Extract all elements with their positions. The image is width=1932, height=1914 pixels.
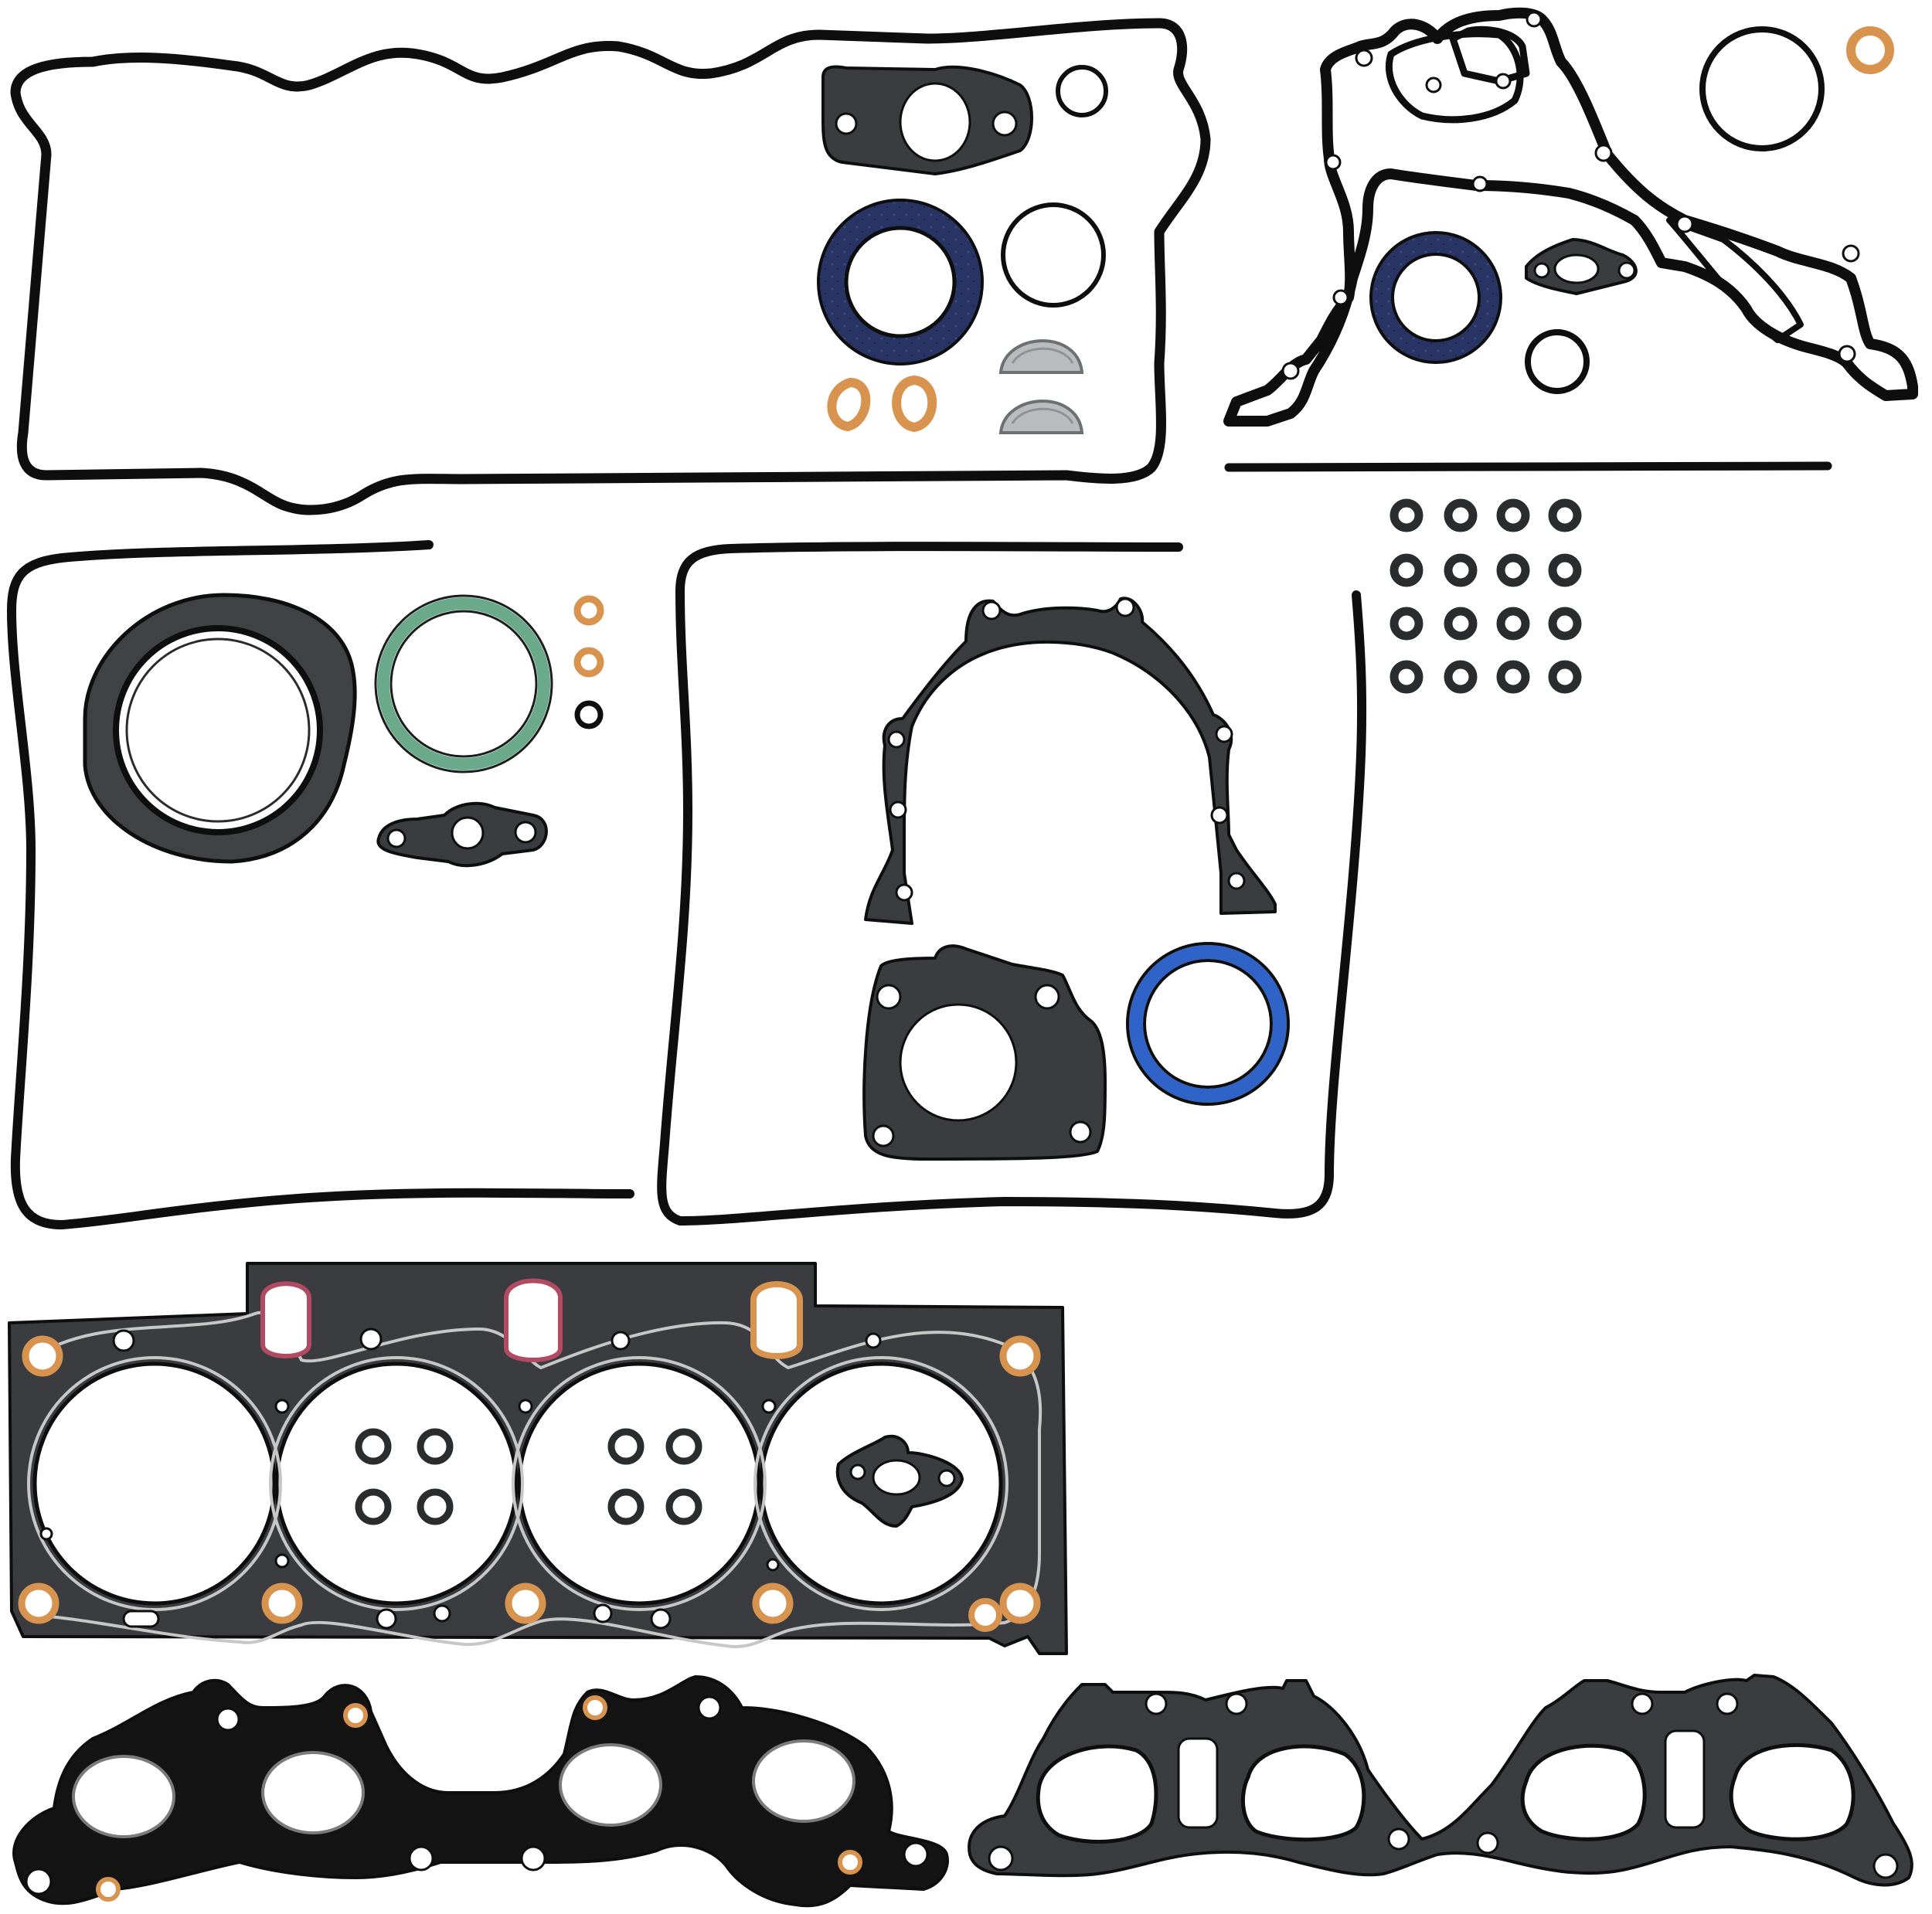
intake-port-3 (1520, 1743, 1647, 1841)
front-oil-seal (817, 199, 984, 365)
rear-oil-seal-green (374, 594, 553, 773)
intake-port-2 (1240, 1744, 1366, 1842)
bore-2 (274, 1362, 519, 1606)
water-outlet-gasket (1525, 238, 1638, 295)
egr-plate-gasket (835, 1434, 964, 1528)
rear-main-seal (83, 593, 357, 864)
intake-manifold-gasket (968, 1674, 1913, 1887)
exhaust-port-4 (752, 1739, 855, 1823)
head-gasket-small-holes (39, 1328, 882, 1630)
rubber-strip-horizontal (1224, 461, 1832, 472)
o-ring-large-top-right (1699, 26, 1825, 151)
seal-row-2 (1389, 553, 1582, 587)
seal-row-4 (1389, 660, 1582, 694)
copper-washer-a (827, 377, 871, 432)
copper-washer-c (573, 595, 604, 626)
bore-3 (517, 1362, 761, 1606)
rear-oil-seal-retainer-gasket (864, 597, 1277, 925)
o-ring-top (1056, 65, 1108, 117)
valve-stem-seals (1389, 498, 1582, 694)
intake-port-4 (1729, 1742, 1855, 1841)
exhaust-port-3 (559, 1743, 662, 1827)
camshaft-plug-lower (998, 399, 1084, 434)
timing-cover-gasket (1223, 7, 1918, 427)
exhaust-port-2 (261, 1751, 365, 1834)
oil-strainer-gasket (376, 801, 548, 868)
oil-pan-gasket-right (657, 542, 1367, 1226)
seal-row-1 (1389, 498, 1582, 532)
throttle-body-gasket (862, 944, 1107, 1161)
seal-row-3 (1389, 607, 1582, 641)
pcv-plate-gasket (821, 65, 1033, 175)
head-bolt-rings (18, 1335, 1041, 1632)
camshaft-plug-upper (998, 339, 1084, 374)
small-o-rings-bore-2 (355, 1428, 454, 1525)
oil-passage-slots (260, 1278, 803, 1362)
o-ring-tiny (574, 700, 604, 729)
o-ring-small-right (1525, 329, 1590, 394)
intake-port-1 (1036, 1744, 1158, 1844)
exhaust-manifold-gasket (12, 1674, 949, 1908)
oil-pump-seal (1369, 231, 1502, 364)
valve-cover-gasket (10, 18, 1211, 515)
copper-washer-top-right (1846, 26, 1894, 74)
copper-washer-b (892, 375, 937, 433)
oil-pan-gasket-left (7, 540, 634, 1229)
bore-1 (32, 1362, 277, 1606)
o-ring-medium (1001, 202, 1106, 308)
throttle-body-seal-blue (1126, 942, 1290, 1106)
cylinder-head-gasket (8, 1262, 1068, 1655)
exhaust-port-1 (72, 1755, 175, 1838)
small-o-rings-bore-3 (607, 1428, 702, 1525)
copper-washer-d (573, 647, 604, 678)
